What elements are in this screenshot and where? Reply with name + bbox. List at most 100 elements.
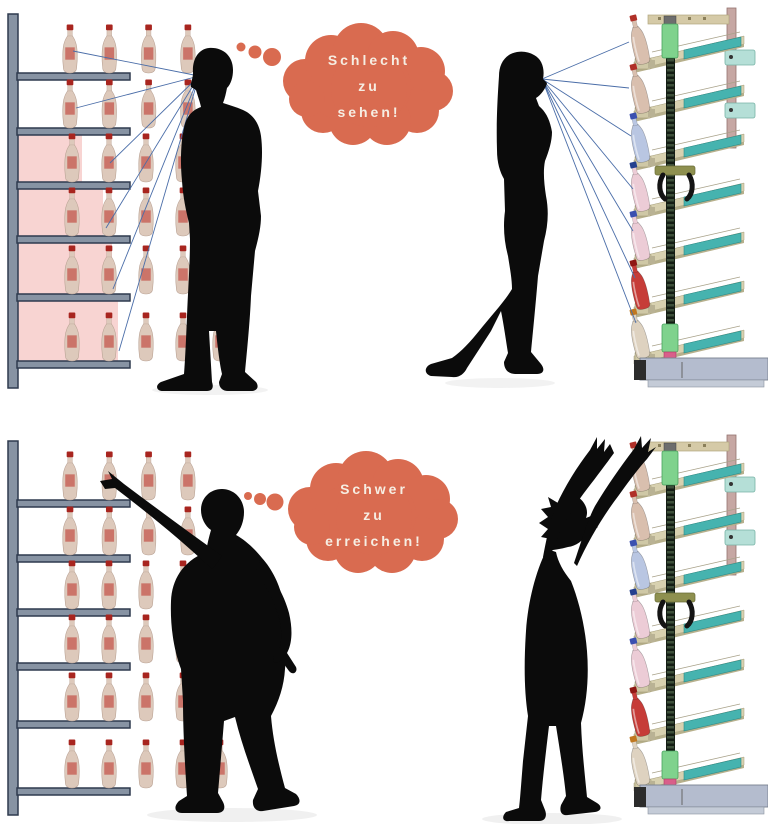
bottle-cap: [142, 672, 150, 679]
floor-shadow: [482, 813, 622, 824]
rack-base: [639, 357, 768, 381]
rack-conveyor: [683, 463, 742, 487]
rack-bottle: [629, 14, 651, 65]
top-bar-detail: [658, 444, 661, 447]
shelf-bottle: [64, 560, 80, 610]
rack-bottle: [629, 210, 651, 261]
rack-conveyor: [683, 757, 742, 781]
shelf-bottle: [180, 451, 196, 501]
rack-base-cap: [634, 787, 646, 807]
bottle-body: [631, 172, 651, 212]
top-bar-detail: [688, 444, 691, 447]
cloud-blob: [294, 509, 330, 545]
shelf-bottle: [64, 672, 80, 722]
top-bar-detail: [703, 444, 706, 447]
bottle-cap: [68, 614, 76, 621]
shelf-board: [16, 787, 131, 796]
bottle-label: [104, 156, 114, 169]
shelf-bottle: [64, 133, 80, 183]
bottle-label: [178, 335, 188, 348]
bottle-label: [183, 474, 193, 487]
silhouette-woman-walking: [425, 51, 552, 378]
bubble-line: Schwer: [340, 481, 408, 497]
rack-post: [726, 7, 737, 149]
bottle-cap: [105, 79, 113, 86]
rack-feeder-detail: [648, 207, 655, 215]
rack-clamp: [724, 49, 756, 66]
bottle-label: [65, 474, 75, 487]
bottle-cap: [629, 14, 638, 22]
bottle-label: [104, 762, 114, 775]
bottle-cap: [629, 112, 638, 120]
rack-conveyor: [683, 232, 742, 256]
shelf-board: [16, 360, 131, 369]
bottle-cap: [629, 210, 638, 218]
bottle-cap: [629, 539, 638, 547]
shelf-board: [16, 499, 131, 508]
shelf-bottle: [138, 739, 154, 789]
bottle-label: [141, 583, 151, 596]
silhouette-man-reaching-shelf: [100, 471, 300, 813]
shelf-bottle: [138, 672, 154, 722]
gripper-bracket: [654, 165, 696, 176]
bottle-label: [178, 210, 188, 223]
bottle-shine: [632, 610, 640, 636]
bottle-label: [67, 210, 77, 223]
bottle-shine: [632, 659, 640, 685]
shelf-bottle: [64, 245, 80, 295]
bottle-shine: [632, 232, 640, 258]
shelf-bottle: [141, 79, 157, 129]
shelf-bottle: [141, 451, 157, 501]
shelf-bottle: [101, 560, 117, 610]
rack-base: [639, 784, 768, 808]
rack-conveyor: [683, 134, 742, 158]
bottle-body: [631, 270, 651, 310]
bottle-cap: [145, 451, 152, 458]
shelf-bottle: [138, 133, 154, 183]
rack-slider-bottom: [661, 750, 679, 780]
gripper-handle: [657, 172, 668, 202]
bottle-cap: [179, 560, 187, 567]
bottle-lift-bottom-right: [629, 434, 768, 815]
rack-bottle: [629, 112, 651, 163]
bottle-cap: [142, 187, 150, 194]
bottle-neck: [185, 456, 191, 464]
bottle-cap: [184, 79, 192, 86]
rack-clamp: [724, 476, 756, 493]
thought-cloud-see: [236, 23, 453, 145]
bottle-cap: [629, 637, 638, 645]
bottle-neck: [180, 317, 186, 325]
thought-dot: [236, 42, 246, 52]
sight-line: [541, 41, 630, 80]
bottle-label: [178, 268, 188, 281]
shelf-bottle: [64, 614, 80, 664]
bottle-neck: [69, 744, 75, 752]
bottle-cap: [66, 79, 74, 86]
bottle-label: [143, 529, 154, 542]
gripper-handle: [657, 599, 668, 629]
bottle-cap: [179, 312, 187, 319]
bottle-label: [67, 637, 77, 650]
bottle-neck: [69, 565, 75, 573]
bottle-shine: [632, 330, 640, 356]
bottle-label: [141, 695, 151, 708]
bottle-cap: [68, 312, 76, 319]
bottle-body: [631, 550, 651, 590]
rack-slider-bottom: [661, 323, 679, 353]
bottle-label: [104, 102, 115, 115]
rack-base-lower: [647, 379, 765, 388]
bottle-label: [104, 529, 115, 542]
bottle-cap: [184, 451, 192, 458]
rack-base-cap: [634, 360, 646, 380]
sight-line: [72, 50, 200, 77]
rack-slider-top: [661, 23, 679, 59]
bottle-label: [183, 47, 193, 60]
sight-line: [541, 78, 632, 137]
shelf-bottle: [101, 133, 117, 183]
bottle-cap: [68, 245, 76, 252]
bottle-label: [104, 637, 114, 650]
bottle-label: [104, 583, 114, 596]
rack-base-lower: [647, 806, 765, 815]
sight-lines-shelf: [72, 50, 200, 352]
thought-cloud-reach: [244, 451, 458, 573]
